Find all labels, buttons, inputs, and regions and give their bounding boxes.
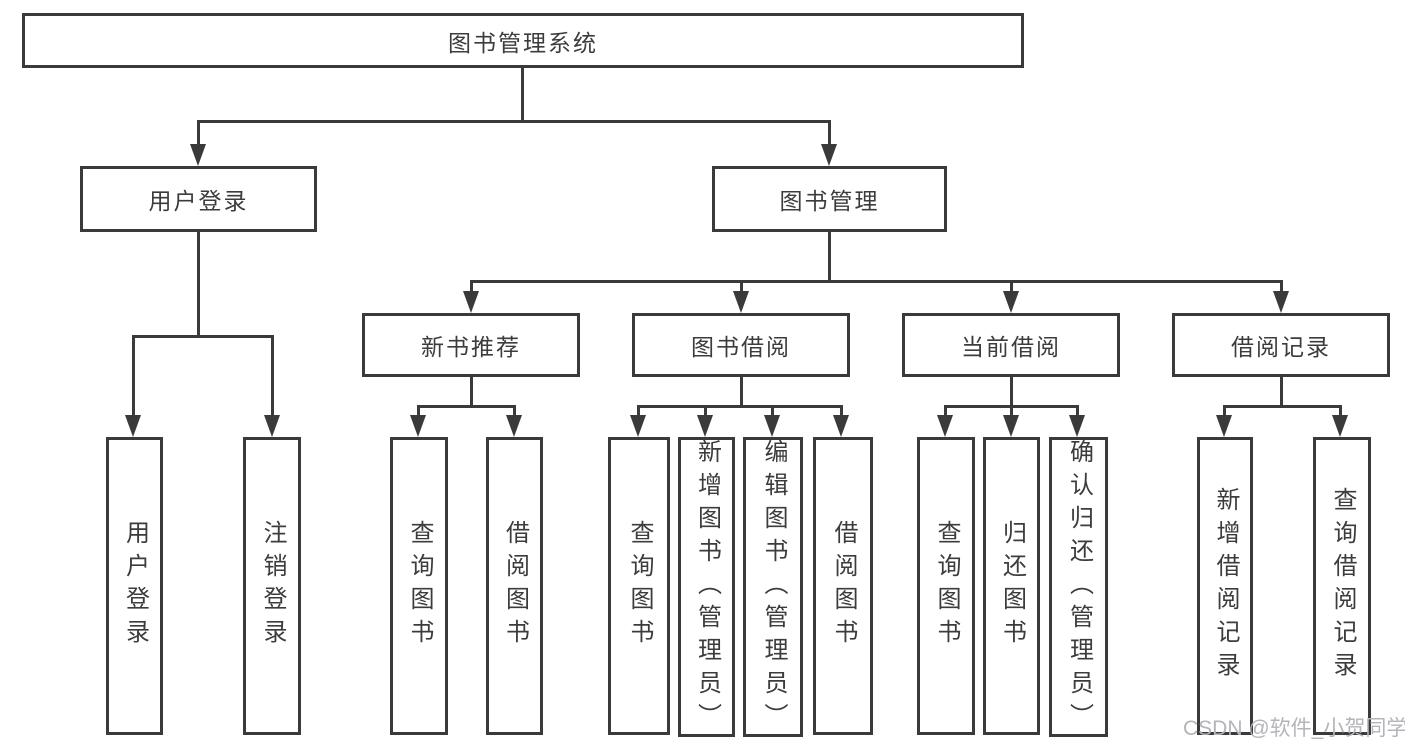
csdn-watermark: CSDN @软件_小贺同学	[1183, 717, 1405, 740]
node-current-borrowing: 当前借阅	[902, 313, 1120, 377]
connector-hline	[417, 405, 516, 408]
connector-vline	[944, 405, 947, 419]
connector-vline	[740, 280, 743, 296]
connector-vline	[417, 405, 420, 419]
leaf-label: 新增借阅记录	[1212, 487, 1239, 685]
leaf-label: 查询图书	[933, 520, 960, 652]
connector-vline	[840, 405, 843, 419]
connector-vline	[704, 405, 707, 419]
leaf-add-borrow-record: 新增借阅记录	[1197, 437, 1253, 735]
leaf-confirm-return-admin: 确认归还（管理员）	[1049, 437, 1108, 737]
arrow-down-icon	[1216, 415, 1232, 437]
arrow-down-icon	[630, 415, 646, 437]
node-borrow-records: 借阅记录	[1172, 313, 1390, 377]
leaf-label: 确认归还（管理员）	[1065, 438, 1093, 736]
arrow-down-icon	[697, 415, 713, 437]
node-book-management: 图书管理	[712, 166, 947, 232]
arrow-down-icon	[190, 144, 206, 166]
connector-vline	[828, 232, 831, 283]
node-label: 图书管理系统	[448, 29, 598, 56]
connector-hline	[1223, 405, 1342, 408]
connector-vline	[470, 377, 473, 408]
leaf-query-books-current: 查询图书	[917, 437, 975, 735]
leaf-edit-book-admin: 编辑图书（管理员）	[743, 437, 803, 737]
node-label: 新书推荐	[421, 334, 521, 360]
arrow-down-icon	[463, 291, 479, 313]
arrow-down-icon	[410, 415, 426, 437]
arrow-down-icon	[833, 415, 849, 437]
node-user-login: 用户登录	[80, 166, 317, 232]
leaf-label: 注销登录	[259, 520, 286, 652]
connector-hline	[637, 405, 843, 408]
connector-vline	[1280, 377, 1283, 408]
leaf-logout: 注销登录	[243, 437, 301, 735]
arrow-down-icon	[1003, 415, 1019, 437]
arrow-down-icon	[264, 415, 280, 437]
arrow-down-icon	[1332, 415, 1348, 437]
arrow-down-icon	[1273, 291, 1289, 313]
node-library-system: 图书管理系统	[22, 13, 1024, 68]
leaf-label: 借阅图书	[830, 520, 857, 652]
leaf-query-books-borrowing: 查询图书	[608, 437, 670, 735]
connector-vline	[828, 120, 831, 148]
leaf-user-login: 用户登录	[106, 437, 163, 735]
leaf-label: 新增图书（管理员）	[693, 438, 721, 736]
connector-vline	[470, 280, 473, 296]
leaf-borrow-books: 借阅图书	[813, 437, 873, 735]
connector-vline	[771, 405, 774, 419]
leaf-label: 编辑图书（管理员）	[760, 438, 787, 736]
leaf-query-borrow-record: 查询借阅记录	[1313, 437, 1371, 735]
connector-vline	[1010, 377, 1013, 408]
connector-hline	[197, 120, 831, 123]
node-label: 当前借阅	[961, 334, 1061, 360]
connector-vline	[271, 335, 274, 419]
connector-vline	[1339, 405, 1342, 419]
node-label: 用户登录	[148, 188, 249, 214]
connector-vline	[740, 377, 743, 408]
connector-vline	[1010, 280, 1013, 296]
leaf-label: 查询借阅记录	[1329, 487, 1356, 685]
connector-vline	[521, 68, 524, 121]
connector-hline	[132, 335, 274, 338]
connector-hline	[470, 280, 1282, 283]
arrow-down-icon	[733, 291, 749, 313]
leaf-label: 归还图书	[998, 520, 1026, 652]
node-book-borrowing: 图书借阅	[632, 313, 850, 377]
connector-vline	[513, 405, 516, 419]
leaf-label: 查询图书	[626, 520, 653, 652]
arrow-down-icon	[764, 415, 780, 437]
leaf-label: 用户登录	[121, 520, 149, 652]
leaf-add-book-admin: 新增图书（管理员）	[678, 437, 735, 737]
leaf-borrow-books-recommend: 借阅图书	[486, 437, 543, 735]
connector-vline	[197, 232, 200, 337]
connector-vline	[1223, 405, 1226, 419]
leaf-label: 借阅图书	[501, 520, 529, 652]
node-label: 图书借阅	[691, 334, 791, 360]
arrow-down-icon	[1003, 291, 1019, 313]
arrow-down-icon	[506, 415, 522, 437]
connector-vline	[1076, 405, 1079, 419]
node-new-book-recommend: 新书推荐	[362, 313, 580, 377]
connector-vline	[637, 405, 640, 419]
leaf-query-books-recommend: 查询图书	[390, 437, 448, 735]
leaf-return-book: 归还图书	[983, 437, 1040, 735]
node-label: 借阅记录	[1231, 334, 1331, 360]
connector-vline	[132, 335, 135, 419]
connector-vline	[197, 120, 200, 148]
node-label: 图书管理	[779, 188, 880, 214]
arrow-down-icon	[821, 144, 837, 166]
arrow-down-icon	[1069, 415, 1085, 437]
arrow-down-icon	[937, 415, 953, 437]
connector-vline	[1280, 280, 1283, 296]
arrow-down-icon	[125, 415, 141, 437]
leaf-label: 查询图书	[406, 520, 433, 652]
connector-vline	[1010, 405, 1013, 419]
